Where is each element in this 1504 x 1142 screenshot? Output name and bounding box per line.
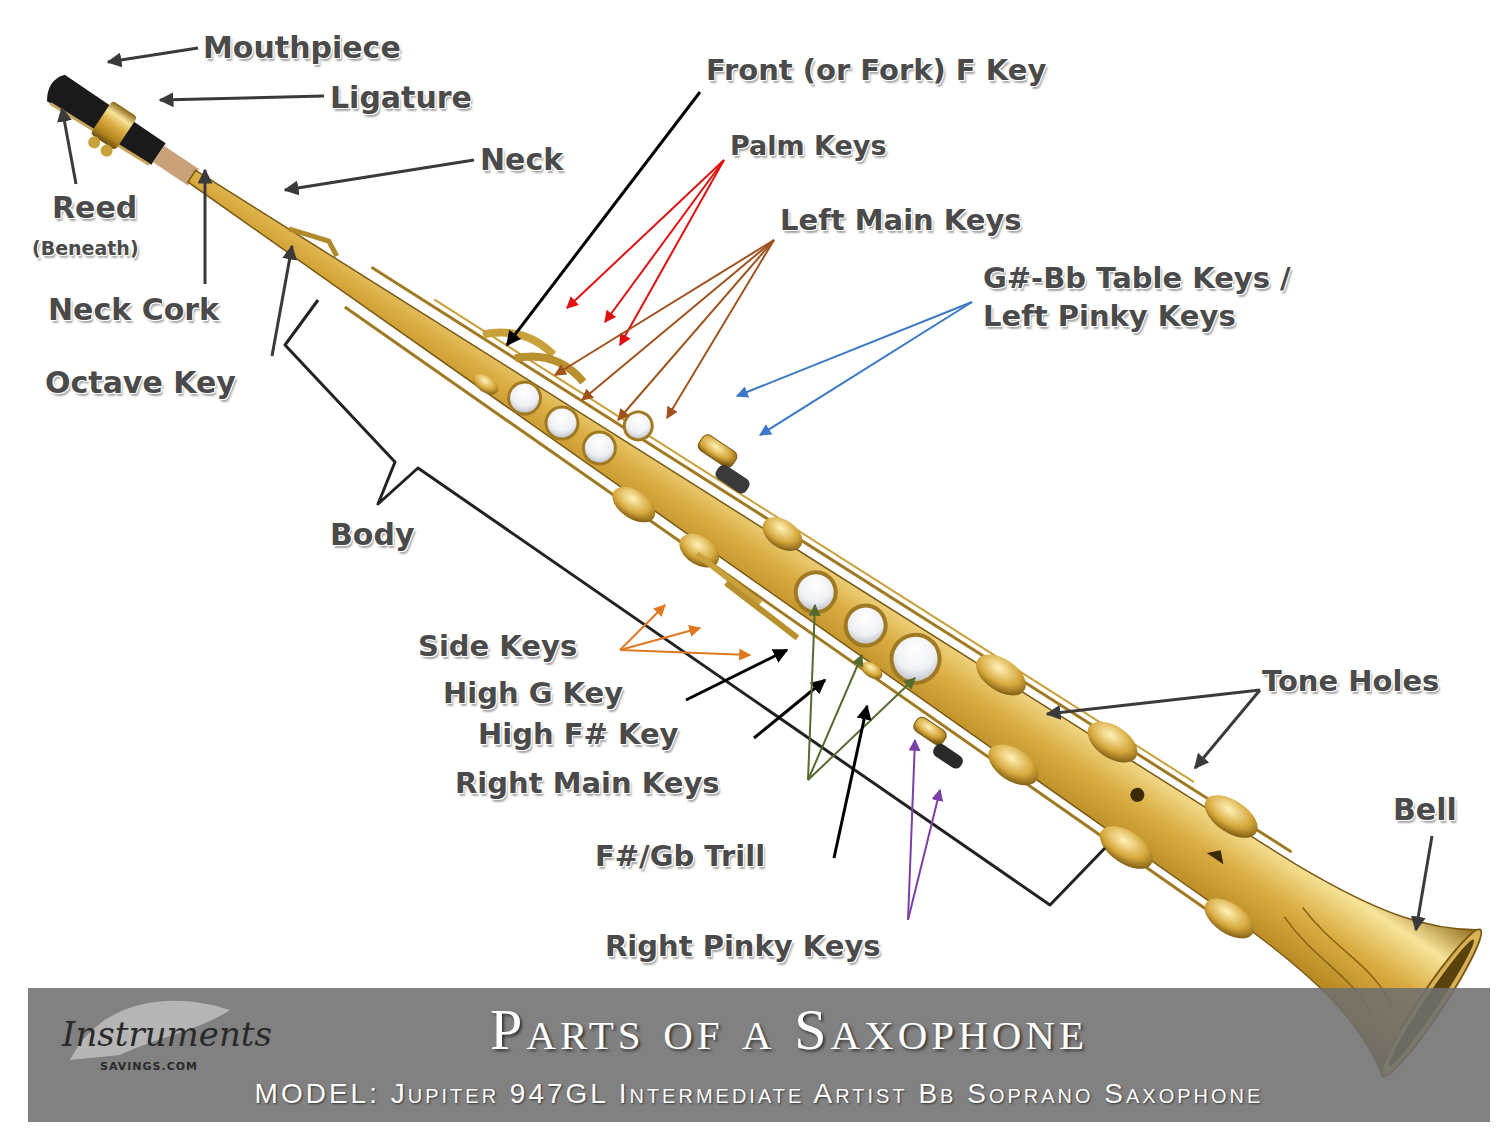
part-label: Right Pinky Keys — [605, 928, 881, 966]
leader-line — [582, 240, 774, 400]
leader-line — [1416, 836, 1432, 930]
pearl-key — [838, 598, 893, 653]
leader-line — [272, 246, 292, 356]
pinky-key — [911, 715, 948, 747]
part-label: Body — [330, 515, 415, 554]
tone-hole — [1207, 845, 1229, 864]
leader-line — [1195, 690, 1260, 768]
leader-line — [618, 240, 774, 420]
trill-key — [858, 658, 886, 683]
tone-hole-cup — [1080, 713, 1144, 771]
leader-line — [62, 108, 76, 184]
table-key — [696, 433, 739, 470]
fork-f-key — [470, 370, 502, 399]
tone-hole-cup — [969, 646, 1033, 704]
leader-line — [737, 302, 972, 396]
tone-hole — [1128, 785, 1147, 804]
watermark: SAVINGS.COM — [100, 1060, 198, 1074]
leader-line — [160, 96, 324, 100]
part-label: Palm Keys — [730, 128, 887, 163]
ligature-screw — [98, 142, 115, 159]
pinky-key — [931, 742, 965, 771]
key-rod — [332, 307, 1252, 932]
pearl-key — [577, 426, 621, 470]
leader-line — [667, 240, 774, 418]
side-key — [723, 583, 801, 638]
leader-line — [620, 650, 750, 655]
part-label: Ligature — [330, 78, 472, 117]
watermark: Instruments — [62, 1012, 272, 1056]
side-key — [694, 554, 764, 603]
mouthpiece — [42, 71, 166, 169]
key-cup — [756, 510, 808, 558]
leader-line — [754, 680, 825, 738]
tone-hole-cup — [1197, 787, 1265, 847]
part-label: Left Main Keys — [780, 202, 1022, 240]
pearl-key — [882, 626, 949, 693]
part-label: Bell — [1393, 790, 1457, 829]
part-label: Neck — [480, 140, 563, 179]
tone-hole-cup — [1198, 891, 1261, 947]
table-key — [713, 462, 752, 495]
leader-line — [285, 160, 474, 190]
leader-line — [908, 790, 940, 920]
part-label: (Beneath) — [32, 236, 139, 261]
part-label: F#/Gb Trill — [595, 838, 765, 876]
leader-line — [108, 48, 198, 62]
leader-line — [204, 170, 207, 284]
leader-line — [555, 240, 774, 375]
diagram-title: Parts of a Saxophone — [490, 996, 1088, 1063]
pearl-key — [540, 401, 584, 445]
part-label: Mouthpiece — [203, 28, 401, 67]
octave-key — [289, 219, 341, 259]
key-rod — [434, 283, 1194, 799]
part-label: G#-Bb Table Keys / Left Pinky Keys — [983, 260, 1363, 335]
leader-lines — [62, 48, 1432, 930]
leader-line — [686, 650, 787, 700]
title-band — [28, 988, 1490, 1122]
leader-line — [808, 605, 815, 780]
tone-hole-cup — [1092, 818, 1160, 878]
part-label: High F# Key — [478, 716, 678, 754]
body-bracket — [285, 300, 1105, 905]
part-label: Front (or Fork) F Key — [706, 52, 1046, 90]
leader-line — [620, 160, 724, 345]
sax-body — [143, 103, 1480, 1076]
part-label: Right Main Keys — [455, 765, 720, 803]
reed — [50, 100, 149, 168]
model-caption: MODEL: Jupiter 947GL Intermediate Artist… — [255, 1078, 1264, 1110]
leader-line — [507, 92, 700, 345]
part-label: Octave Key — [45, 363, 236, 402]
leader-line — [620, 628, 700, 650]
ligature-screw — [86, 134, 103, 151]
pearl-key — [502, 376, 546, 420]
part-label: Neck Cork — [48, 290, 219, 329]
part-label: Side Keys — [418, 628, 577, 666]
saxophone — [3, 10, 1490, 1083]
part-label: Reed — [52, 188, 137, 227]
palm-key — [483, 315, 554, 374]
leader-line — [834, 706, 867, 858]
part-label: High G Key — [443, 675, 623, 713]
key-cup — [606, 480, 661, 530]
leader-line — [1047, 690, 1260, 714]
leader-line — [760, 302, 972, 435]
tone-hole-cup — [981, 736, 1045, 794]
part-label: Tone Holes — [1262, 663, 1439, 701]
